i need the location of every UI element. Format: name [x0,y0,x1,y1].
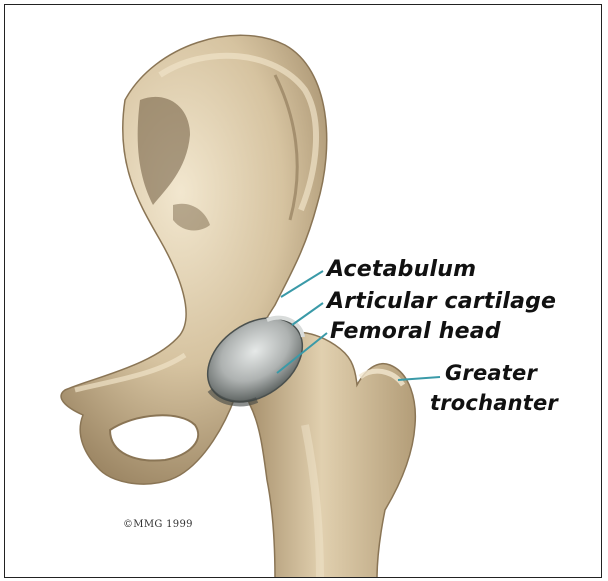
label-femoral-head: Femoral head [330,321,501,343]
label-articular-cartilage: Articular cartilage [327,291,556,313]
leader-line-cartilage [292,303,323,325]
copyright-notice: ©MMG 1999 [123,519,193,530]
label-greater-trochanter-line2: trochanter [430,393,558,414]
diagram-frame: Acetabulum Articular cartilage Femoral h… [4,4,602,578]
label-acetabulum: Acetabulum [327,259,476,281]
label-greater-trochanter-line1: Greater [445,363,537,384]
obturator-foramen [110,415,198,460]
